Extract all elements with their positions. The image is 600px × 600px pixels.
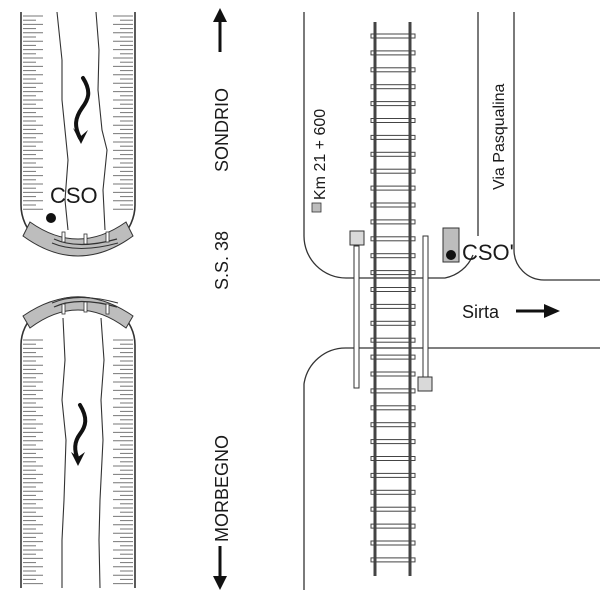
- sluice-gate-post: [61, 303, 66, 315]
- arrow-right-head: [544, 304, 560, 318]
- bank-hatching-left: [23, 15, 43, 210]
- railway-tie: [370, 303, 416, 309]
- railway-tie: [370, 168, 416, 174]
- arrow-down-head: [213, 576, 227, 590]
- sluice-gate-post: [105, 303, 110, 315]
- flow-arrowhead-icon: [71, 452, 85, 466]
- road-label: S.S. 38: [212, 231, 232, 290]
- railway-tie: [370, 219, 416, 225]
- railway-tie: [370, 202, 416, 208]
- railway-tie: [370, 337, 416, 343]
- railway-tie: [370, 134, 416, 140]
- channel-left-edge: [56, 11, 69, 231]
- sluice-gate-post: [83, 233, 88, 245]
- railway-tie: [370, 118, 416, 123]
- milestone-label: Km 21 + 600: [312, 109, 329, 200]
- lower-pipe-panel: [20, 296, 136, 589]
- railway-tie: [370, 287, 416, 292]
- barrier-box-left: [349, 230, 365, 246]
- railway-tie: [370, 557, 416, 563]
- railway-tie: [370, 185, 416, 191]
- railway-tie: [370, 253, 416, 259]
- bank-hatching-right: [113, 15, 133, 210]
- sluice-gate-arc: [53, 300, 118, 308]
- cso-prime-outfall-dot: [446, 250, 456, 260]
- flow-arrowhead-icon: [73, 128, 88, 144]
- sluice-gate-arc-outer: [51, 297, 119, 304]
- sluice-gate-post: [83, 301, 88, 313]
- channel-right-edge: [95, 11, 108, 231]
- sluice-gate-post: [105, 231, 110, 243]
- railway-tie: [370, 540, 416, 546]
- road-edge-upper-left: [303, 12, 474, 279]
- flow-arrow-icon: [73, 403, 88, 462]
- railway-tie: [370, 236, 416, 242]
- channel-left-edge: [61, 317, 67, 588]
- sluice-gate-arc-outer: [51, 242, 119, 249]
- railway-tie: [370, 472, 416, 478]
- railway-tie: [370, 33, 416, 39]
- railway-tie: [370, 50, 416, 56]
- road-edge-lower: [303, 347, 600, 590]
- railway-tie: [370, 405, 416, 411]
- railway-tie: [370, 489, 416, 495]
- railway-tie: [370, 151, 416, 157]
- railway-tie: [370, 320, 416, 326]
- railway-tie: [370, 523, 416, 529]
- morbegno-label: MORBEGNO: [212, 435, 232, 542]
- cso-prime-label: CSO': [462, 240, 514, 265]
- arrow-up-head: [213, 8, 227, 22]
- railway-tie: [370, 354, 416, 360]
- sluice-gate-arc: [53, 238, 118, 246]
- railway-tie: [370, 388, 416, 394]
- upper-pipe-panel: CSO: [20, 11, 136, 257]
- railway-tie: [370, 456, 416, 461]
- sirta-label: Sirta: [462, 302, 500, 322]
- milestone-marker-icon: [311, 202, 322, 213]
- side-road-label: Via Pasqualina: [491, 83, 508, 190]
- sondrio-label: SONDRIO: [212, 88, 232, 172]
- railway-tie: [370, 439, 416, 445]
- flow-arrow-icon: [74, 76, 91, 140]
- railway-tie: [370, 371, 416, 377]
- barrier-arm-right: [422, 235, 429, 379]
- channel-right-edge: [98, 317, 105, 589]
- railway-tie: [370, 67, 416, 73]
- railway-tie: [370, 422, 416, 428]
- cso-label: CSO: [50, 183, 98, 208]
- railway-ties: [370, 33, 416, 563]
- barrier-arm-left: [353, 245, 360, 389]
- barrier-box-right: [417, 376, 433, 392]
- sluice-gate-post: [61, 231, 66, 243]
- bank-hatching-left: [23, 339, 43, 585]
- bank-hatching-right: [113, 339, 133, 585]
- railway-tie: [370, 270, 416, 276]
- railway-tie: [370, 506, 416, 512]
- railway-tie: [370, 101, 416, 107]
- via-pasqualina-edge-right: [513, 12, 600, 281]
- railway-tie: [370, 84, 416, 90]
- outfall-dot: [46, 213, 56, 223]
- direction-labels: SONDRIO S.S. 38 MORBEGNO: [212, 8, 232, 590]
- crossing-map: Km 21 + 600 Via Pasqualina CSO' Sirta: [303, 12, 600, 590]
